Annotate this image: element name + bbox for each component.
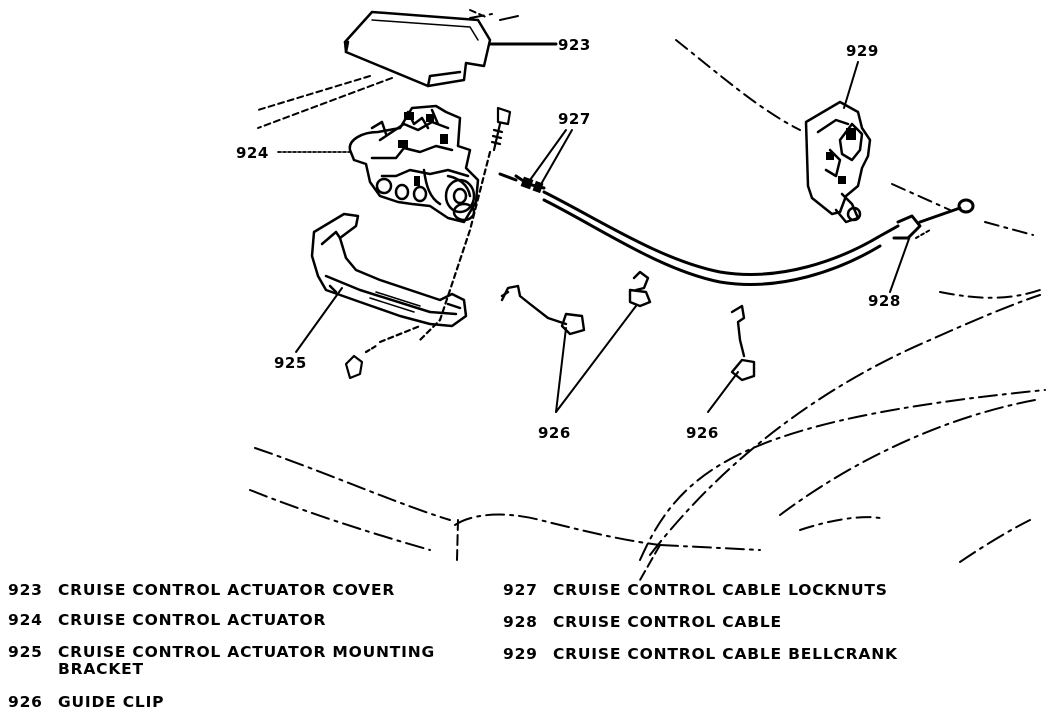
leader-line-925 — [295, 287, 343, 353]
legend-item-929: 929 CRUISE CONTROL CABLE BELLCRANK — [503, 646, 1003, 666]
mounting-bolt — [418, 106, 512, 342]
bellcrank-detail-fill — [826, 128, 856, 184]
legend-number: 923 — [8, 581, 43, 599]
legend-description: CRUISE CONTROL CABLE — [553, 613, 782, 631]
callout-926-left: 926 — [538, 424, 571, 442]
callout-924: 924 — [236, 144, 269, 162]
actuator-cover — [343, 10, 492, 88]
guide-clip-right — [730, 304, 756, 382]
legend-item-923: 923 CRUISE CONTROL ACTUATOR COVER — [8, 582, 478, 602]
leader-lines-927 — [529, 129, 573, 187]
legend-item-924: 924 CRUISE CONTROL ACTUATOR — [8, 612, 478, 632]
bracket-nut — [344, 324, 422, 380]
callout-927: 927 — [558, 110, 591, 128]
cruise-control-cable — [498, 172, 975, 286]
legend-item-925: 925 CRUISE CONTROL ACTUATOR MOUNTING BRA… — [8, 644, 478, 684]
cruise-actuator — [348, 104, 480, 224]
legend-item-928: 928 CRUISE CONTROL CABLE — [503, 614, 1003, 634]
guide-clip-middle — [628, 270, 652, 308]
actuator-mounting-bracket — [310, 212, 468, 328]
legend-item-926: 926 GUIDE CLIP — [8, 694, 478, 714]
legend-description: CRUISE CONTROL CABLE LOCKNUTS — [553, 581, 888, 599]
legend-description: CRUISE CONTROL ACTUATOR COVER — [58, 581, 396, 599]
legend-number: 928 — [503, 613, 538, 631]
leader-line-928 — [889, 229, 931, 293]
legend-description: CRUISE CONTROL ACTUATOR — [58, 611, 327, 629]
legend-number: 926 — [8, 693, 43, 711]
leader-lines-cover — [257, 9, 558, 129]
leader-lines-926 — [555, 305, 739, 413]
cable-bellcrank — [804, 100, 872, 224]
legend-number: 927 — [503, 581, 538, 599]
legend-description: GUIDE CLIP — [58, 693, 165, 711]
callout-923: 923 — [558, 36, 591, 54]
callout-925: 925 — [274, 354, 307, 372]
guide-clip-left — [500, 284, 586, 336]
callout-928: 928 — [868, 292, 901, 310]
callout-926-right: 926 — [686, 424, 719, 442]
actuator-detail-fill — [398, 112, 448, 186]
legend-number: 924 — [8, 611, 43, 629]
leader-line-929 — [843, 61, 859, 109]
legend-description: CRUISE CONTROL ACTUATOR MOUNTING BRACKET — [58, 643, 436, 678]
legend-number: 925 — [8, 643, 43, 661]
callout-929: 929 — [846, 42, 879, 60]
legend-description: CRUISE CONTROL CABLE BELLCRANK — [553, 645, 898, 663]
vehicle-body-outlines — [249, 13, 1046, 581]
legend-item-927: 927 CRUISE CONTROL CABLE LOCKNUTS — [503, 582, 1003, 602]
legend-number: 929 — [503, 645, 538, 663]
